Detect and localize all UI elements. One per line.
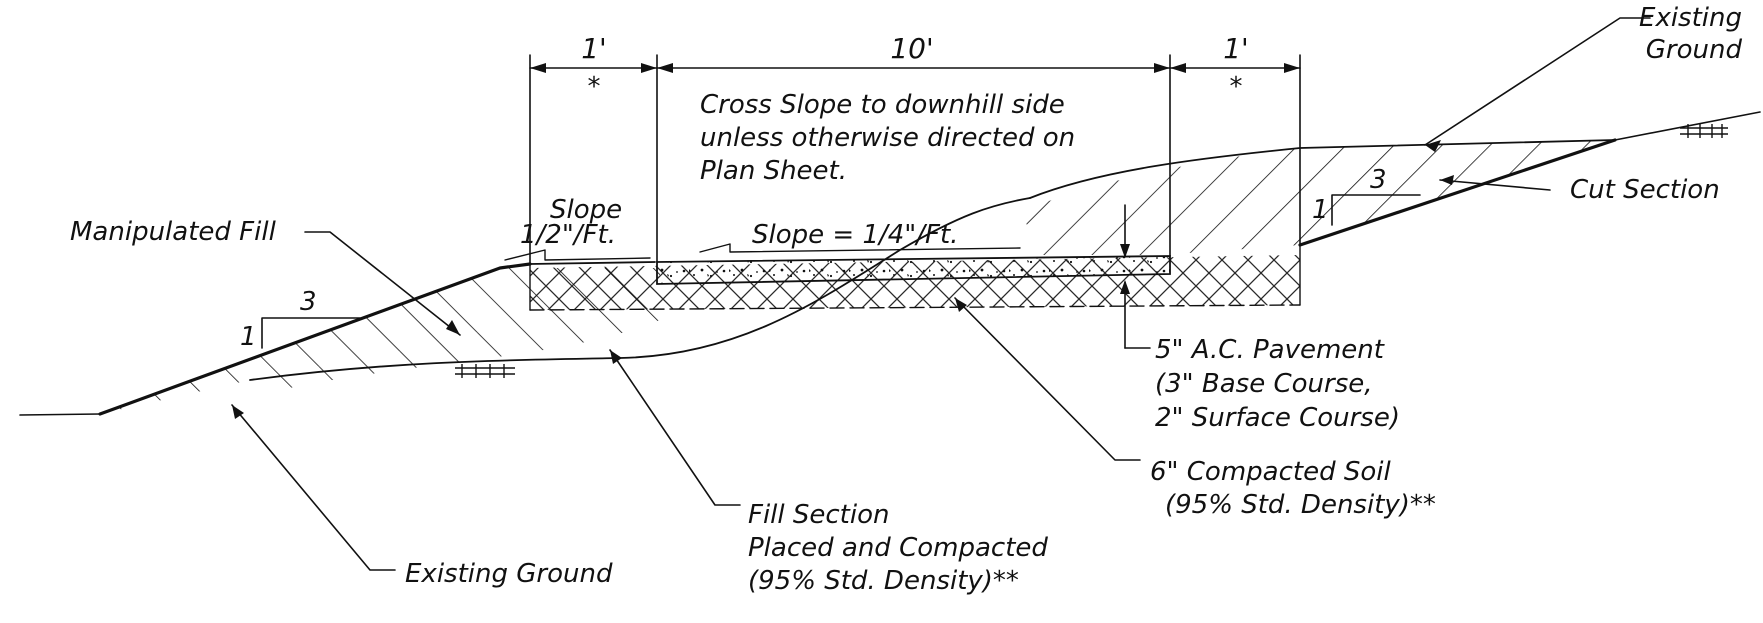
pavement-slope-label: Slope = 1/4"/Ft.	[752, 220, 958, 250]
existing-ground-bottom-label: Existing Ground	[405, 559, 613, 589]
existing-ground-left-line	[19, 413, 101, 416]
cross-slope-note-line-3: Plan Sheet.	[700, 156, 847, 186]
cross-slope-note-line-2: unless otherwise directed on	[700, 123, 1075, 153]
ground-texture-right	[1680, 124, 1728, 138]
subgrade-line	[529, 304, 1301, 311]
dimension-lines	[529, 54, 1301, 265]
cut-ratio-run: 3	[1370, 165, 1387, 195]
ground-texture-left	[455, 364, 515, 378]
fill-section-label-line-1: Fill Section	[748, 500, 890, 530]
dim-left-shoulder: 1'	[581, 32, 607, 65]
fill-ratio-run: 3	[300, 287, 317, 317]
fill-bottom-curve	[249, 197, 1031, 381]
compacted-soil-label-line-2: (95% Std. Density)**	[1165, 490, 1436, 520]
cut-slope-ratio-symbol	[1331, 194, 1421, 226]
cut-section-hatch	[1025, 140, 1615, 255]
cut-section-label: Cut Section	[1570, 175, 1720, 205]
fill-slope-ratio-symbol	[261, 317, 361, 349]
pavement-slope-arrow	[699, 243, 1021, 253]
manipulated-fill-label: Manipulated Fill	[70, 217, 277, 247]
cut-ratio-rise: 1	[1312, 195, 1329, 225]
dim-right-shoulder: 1'	[1223, 32, 1249, 65]
cut-backslope-line	[1298, 138, 1617, 247]
pavement-label-line-1: 5" A.C. Pavement	[1155, 335, 1385, 365]
dim-right-shoulder-mark: *	[1230, 72, 1243, 102]
cut-slope-line	[1029, 139, 1616, 199]
shoulder-left-top	[529, 261, 656, 265]
pavement-label-line-2: (3" Base Course,	[1155, 369, 1373, 399]
cross-slope-note-line-1: Cross Slope to downhill side	[700, 90, 1065, 120]
fill-section-label-line-2: Placed and Compacted	[748, 533, 1048, 563]
existing-ground-top-line-2: Ground	[1646, 35, 1743, 65]
existing-ground-top-line-1: Existing	[1639, 3, 1742, 33]
shoulder-slope-arrow	[504, 249, 651, 261]
dim-travel-way: 10'	[890, 32, 933, 65]
shoulder-slope-label-line-1: Slope	[550, 195, 622, 225]
leader-lines	[231, 17, 1651, 571]
pavement-layer	[656, 255, 1171, 285]
pavement-label-line-3: 2" Surface Course)	[1155, 403, 1400, 433]
fill-section-hatch	[100, 268, 660, 414]
dim-left-shoulder-mark: *	[588, 72, 601, 102]
fill-slope-line	[98, 262, 532, 416]
fill-section-label-line-3: (95% Std. Density)**	[748, 566, 1019, 596]
fill-lower-hatch	[250, 290, 660, 390]
dimension-arrows	[530, 63, 1300, 73]
leader-arrowheads	[232, 140, 1454, 419]
compacted-soil-label-line-1: 6" Compacted Soil	[1150, 457, 1391, 487]
shoulder-slope-label-line-2: 1/2"/Ft.	[520, 220, 616, 250]
fill-ratio-rise: 1	[240, 322, 257, 352]
pavement-leader	[1120, 204, 1151, 349]
